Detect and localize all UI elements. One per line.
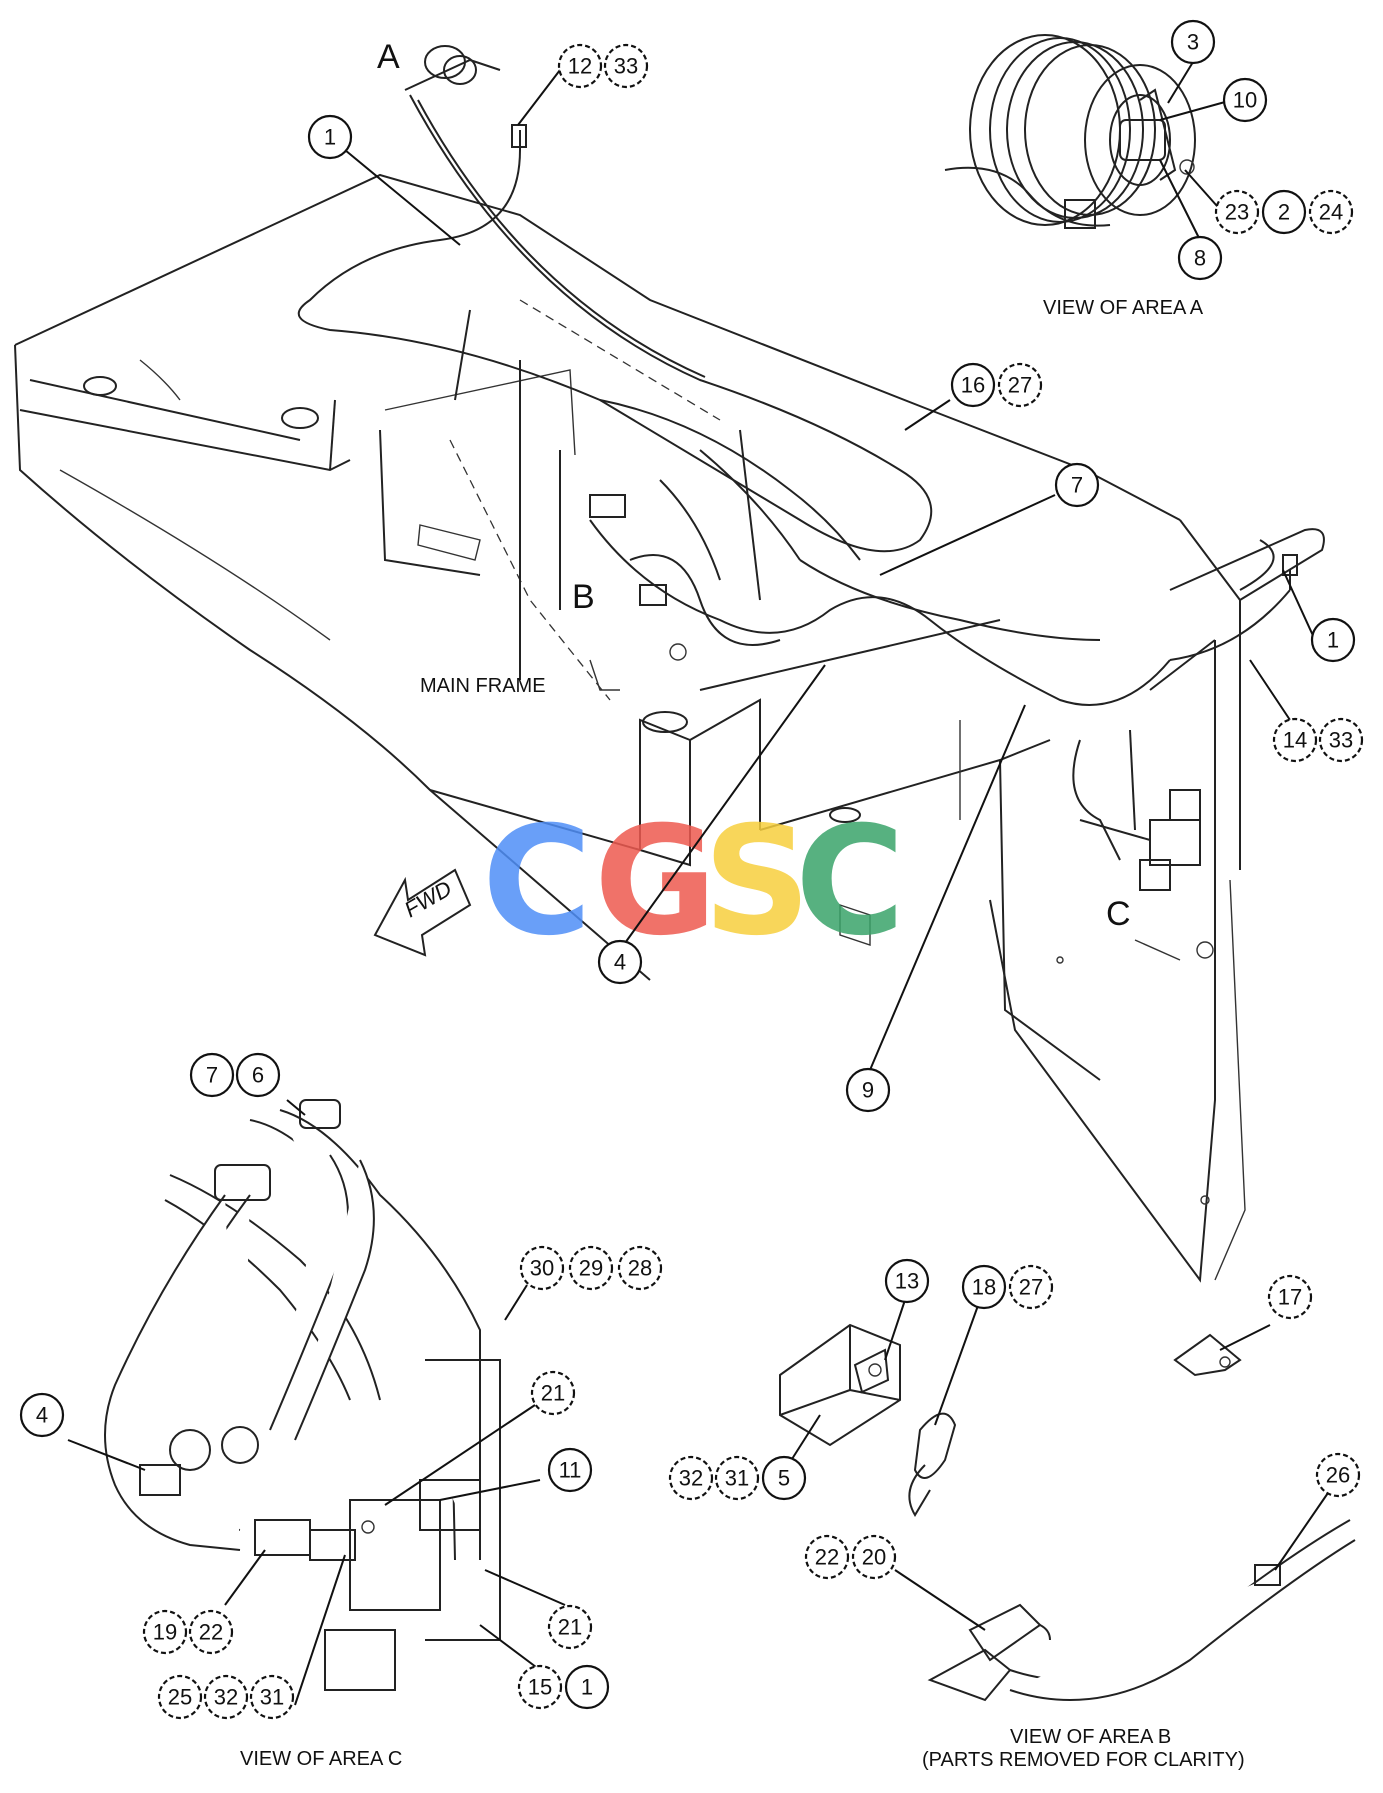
area-letter-b: B [572, 578, 595, 616]
callout-group-main-16-27: 16 27 [950, 362, 1043, 408]
callout-group-top-left-1: 1 [307, 114, 353, 160]
wiring-harness-area-b [589, 429, 1298, 891]
callout-33: 33 [614, 54, 638, 79]
callout-group-c-11: 11 [547, 1447, 593, 1493]
area-letter-a: A [377, 38, 400, 76]
callout-21: 21 [541, 1381, 565, 1406]
leader-lines [67, 61, 1331, 1706]
callout-19: 19 [153, 1620, 177, 1645]
callout-4: 4 [614, 950, 626, 975]
callout-31: 31 [725, 1466, 749, 1491]
hose-assembly-top [297, 45, 933, 561]
callout-30: 30 [530, 1256, 554, 1281]
callout-24: 24 [1319, 200, 1343, 225]
view-area-a-label: VIEW OF AREA A [1043, 297, 1204, 319]
callout-group-c-7-6: 7 6 [189, 1052, 281, 1098]
callout-group-area-a-10: 10 [1222, 77, 1268, 123]
fwd-arrow: FWD [373, 868, 472, 957]
callout-group-b-18-27: 18 27 [961, 1264, 1054, 1310]
callout-22: 22 [199, 1620, 223, 1645]
callout-group-main-9: 9 [845, 1067, 891, 1113]
callout-21: 21 [558, 1615, 582, 1640]
callout-group-main-14-33: 14 33 [1272, 717, 1364, 763]
callout-8: 8 [1194, 246, 1206, 271]
callout-group-top-12-33: 12 33 [557, 43, 649, 89]
callout-31: 31 [260, 1685, 284, 1710]
callout-4: 4 [36, 1403, 48, 1428]
view-area-c-label: VIEW OF AREA C [240, 1748, 402, 1770]
callout-17: 17 [1278, 1285, 1302, 1310]
callout-32: 32 [679, 1466, 703, 1491]
callout-group-c-19-22: 19 22 [142, 1609, 234, 1655]
callout-20: 20 [862, 1545, 886, 1570]
callout-27: 27 [1019, 1275, 1043, 1300]
callout-22: 22 [815, 1545, 839, 1570]
main-frame-drawing [14, 173, 1325, 1283]
callout-group-c-30-29-28: 30 29 28 [519, 1245, 663, 1291]
callout-25: 25 [168, 1685, 192, 1710]
watermark: C G S C [482, 795, 905, 969]
callout-16: 16 [961, 373, 985, 398]
callout-group-b-32-31-5: 32 31 5 [668, 1455, 807, 1501]
callout-9: 9 [862, 1078, 874, 1103]
view-area-b-label-line2: (PARTS REMOVED FOR CLARITY) [922, 1749, 1245, 1771]
callout-group-b-17: 17 [1267, 1274, 1313, 1320]
callout-group-c-4: 4 [19, 1392, 65, 1438]
callout-group-c-25-32-31: 25 32 31 [157, 1674, 295, 1720]
fwd-label: FWD [400, 876, 456, 923]
callout-group-area-a-3: 3 [1170, 19, 1216, 65]
area-b-drawing [779, 1323, 1356, 1702]
callout-group-main-7: 7 [1054, 462, 1100, 508]
callout-23: 23 [1225, 200, 1249, 225]
watermark-letter-4: C [795, 795, 905, 969]
view-area-b-label-line1: VIEW OF AREA B [1010, 1726, 1171, 1748]
area-c-drawing [104, 1099, 501, 1691]
watermark-letter-2: G [594, 795, 717, 969]
callout-5: 5 [778, 1466, 790, 1491]
callout-12: 12 [568, 54, 592, 79]
callout-13: 13 [895, 1269, 919, 1294]
callout-2: 2 [1278, 200, 1290, 225]
callout-6: 6 [252, 1063, 264, 1088]
area-a-drawing [944, 34, 1196, 229]
callout-group-c-15-1: 15 1 [517, 1664, 610, 1710]
callout-32: 32 [214, 1685, 238, 1710]
callout-18: 18 [972, 1275, 996, 1300]
callout-group-c-21-top: 21 [530, 1370, 576, 1416]
callout-group-area-a-8: 8 [1177, 235, 1223, 281]
callout-group-main-1-right: 1 [1310, 617, 1356, 663]
callout-11: 11 [559, 1458, 582, 1483]
callout-1: 1 [1327, 628, 1339, 653]
callout-group-area-a-23-2-24: 23 2 24 [1214, 189, 1354, 235]
callout-10: 10 [1233, 88, 1257, 113]
callout-group-b-22-20: 22 20 [804, 1534, 897, 1580]
callout-group-b-13: 13 [884, 1258, 930, 1304]
callout-7: 7 [206, 1063, 218, 1088]
callout-15: 15 [528, 1675, 552, 1700]
callout-1: 1 [324, 125, 336, 150]
area-letter-c: C [1106, 895, 1131, 933]
watermark-letter-1: C [482, 795, 592, 969]
callout-29: 29 [579, 1256, 603, 1281]
callout-7: 7 [1071, 473, 1083, 498]
callout-14: 14 [1283, 728, 1307, 753]
watermark-letter-3: S [703, 795, 811, 969]
callout-33: 33 [1329, 728, 1353, 753]
callout-group-b-26: 26 [1315, 1452, 1361, 1498]
callout-3: 3 [1187, 30, 1199, 55]
callout-26: 26 [1326, 1463, 1350, 1488]
callout-group-c-21-bottom: 21 [547, 1604, 593, 1650]
main-frame-label: MAIN FRAME [420, 675, 546, 697]
callout-27: 27 [1008, 373, 1032, 398]
callout-1: 1 [581, 1675, 593, 1700]
callout-group-main-4: 4 [597, 939, 643, 985]
callout-28: 28 [628, 1256, 652, 1281]
